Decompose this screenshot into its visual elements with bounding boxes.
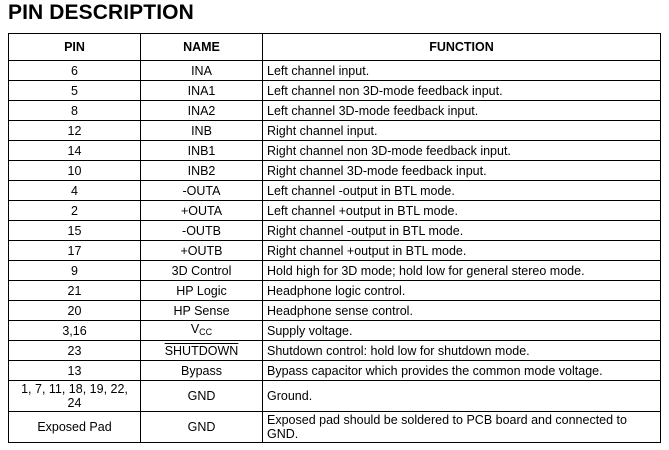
pin-cell: 20: [8, 300, 141, 321]
pin-cell: 12: [8, 120, 141, 141]
function-cell: Exposed pad should be soldered to PCB bo…: [262, 411, 661, 443]
name-cell: INA: [140, 60, 263, 81]
function-cell: Right channel +output in BTL mode.: [262, 240, 661, 261]
name-cell: VCC: [140, 320, 263, 341]
name-cell: INB1: [140, 140, 263, 161]
table-row: 20 HP Sense Headphone sense control.: [8, 300, 661, 321]
pin-cell: 4: [8, 180, 141, 201]
table-row: 9 3D Control Hold high for 3D mode; hold…: [8, 260, 661, 281]
table-row: 14 INB1 Right channel non 3D-mode feedba…: [8, 140, 661, 161]
function-cell: Right channel input.: [262, 120, 661, 141]
pin-cell: 10: [8, 160, 141, 181]
function-cell: Right channel -output in BTL mode.: [262, 220, 661, 241]
name-cell: +OUTA: [140, 200, 263, 221]
table-row: 15 -OUTB Right channel -output in BTL mo…: [8, 220, 661, 241]
table-row: Exposed Pad GND Exposed pad should be so…: [8, 411, 661, 443]
name-cell: INB: [140, 120, 263, 141]
page-title: PIN DESCRIPTION: [8, 1, 194, 24]
function-cell: Bypass capacitor which provides the comm…: [262, 360, 661, 381]
pin-cell: 9: [8, 260, 141, 281]
header-pin: PIN: [8, 33, 141, 61]
name-cell: HP Sense: [140, 300, 263, 321]
pin-cell: 13: [8, 360, 141, 381]
table-row: 8 INA2 Left channel 3D-mode feedback inp…: [8, 100, 661, 121]
function-cell: Hold high for 3D mode; hold low for gene…: [262, 260, 661, 281]
pin-cell: 5: [8, 80, 141, 101]
function-cell: Left channel input.: [262, 60, 661, 81]
name-cell: +OUTB: [140, 240, 263, 261]
function-cell: Left channel +output in BTL mode.: [262, 200, 661, 221]
function-cell: Headphone sense control.: [262, 300, 661, 321]
function-cell: Shutdown control: hold low for shutdown …: [262, 340, 661, 361]
function-cell: Ground.: [262, 380, 661, 412]
pin-cell: 23: [8, 340, 141, 361]
pin-cell: 1, 7, 11, 18, 19, 22, 24: [8, 380, 141, 412]
name-cell: HP Logic: [140, 280, 263, 301]
pin-cell: 6: [8, 60, 141, 81]
table-row: 21 HP Logic Headphone logic control.: [8, 280, 661, 301]
table-row: 23 SHUTDOWN Shutdown control: hold low f…: [8, 340, 661, 361]
header-function: FUNCTION: [262, 33, 661, 61]
name-cell: -OUTB: [140, 220, 263, 241]
name-cell: GND: [140, 411, 263, 443]
pin-cell: 15: [8, 220, 141, 241]
name-cell: SHUTDOWN: [140, 340, 263, 361]
pin-cell: 8: [8, 100, 141, 121]
pin-cell: Exposed Pad: [8, 411, 141, 443]
table-row: 10 INB2 Right channel 3D-mode feedback i…: [8, 160, 661, 181]
name-cell: GND: [140, 380, 263, 412]
pin-cell: 17: [8, 240, 141, 261]
pin-cell: 2: [8, 200, 141, 221]
table-row: 12 INB Right channel input.: [8, 120, 661, 141]
table-row: 1, 7, 11, 18, 19, 22, 24 GND Ground.: [8, 380, 661, 412]
name-cell: INA2: [140, 100, 263, 121]
vcc-subscript: CC: [199, 327, 213, 337]
pin-cell: 21: [8, 280, 141, 301]
function-cell: Headphone logic control.: [262, 280, 661, 301]
pin-cell: 14: [8, 140, 141, 161]
table-row: 3,16 VCC Supply voltage.: [8, 320, 661, 341]
pin-cell: 3,16: [8, 320, 141, 341]
table-row: 6 INA Left channel input.: [8, 60, 661, 81]
vcc-symbol: V: [190, 322, 200, 336]
name-cell: -OUTA: [140, 180, 263, 201]
function-cell: Supply voltage.: [262, 320, 661, 341]
function-cell: Left channel non 3D-mode feedback input.: [262, 80, 661, 101]
name-cell: 3D Control: [140, 260, 263, 281]
shutdown-active-low-label: SHUTDOWN: [164, 343, 239, 358]
name-cell: Bypass: [140, 360, 263, 381]
pin-description-table: PIN NAME FUNCTION 6 INA Left channel inp…: [8, 33, 661, 443]
function-cell: Right channel non 3D-mode feedback input…: [262, 140, 661, 161]
table-row: 4 -OUTA Left channel -output in BTL mode…: [8, 180, 661, 201]
function-cell: Right channel 3D-mode feedback input.: [262, 160, 661, 181]
table-header-row: PIN NAME FUNCTION: [8, 33, 661, 61]
table-row: 13 Bypass Bypass capacitor which provide…: [8, 360, 661, 381]
function-cell: Left channel 3D-mode feedback input.: [262, 100, 661, 121]
name-cell: INB2: [140, 160, 263, 181]
table-row: 17 +OUTB Right channel +output in BTL mo…: [8, 240, 661, 261]
function-cell: Left channel -output in BTL mode.: [262, 180, 661, 201]
table-row: 5 INA1 Left channel non 3D-mode feedback…: [8, 80, 661, 101]
table-row: 2 +OUTA Left channel +output in BTL mode…: [8, 200, 661, 221]
header-name: NAME: [140, 33, 263, 61]
name-cell: INA1: [140, 80, 263, 101]
